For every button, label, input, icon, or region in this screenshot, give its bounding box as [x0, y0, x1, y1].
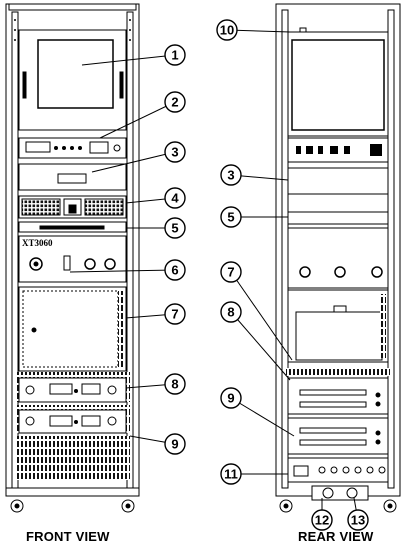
callout-rear-10: 10: [216, 19, 291, 41]
callout-number: 3: [171, 145, 178, 160]
rear-drawer: [287, 211, 389, 225]
callout-circle: [164, 217, 186, 239]
callout-front-9: 9: [129, 433, 186, 455]
callout-circle: [220, 301, 242, 323]
callout-front-1: 1: [81, 44, 186, 66]
callout-circle: [220, 164, 242, 186]
callout-number: 5: [171, 221, 178, 236]
callout-circle: [347, 509, 369, 531]
callout-number: 7: [171, 307, 178, 322]
callout-leader-line: [230, 397, 295, 437]
front-view-caption: FRONT VIEW: [26, 529, 110, 544]
rear-view-caption: REAR VIEW: [298, 529, 374, 544]
callout-number: 6: [171, 263, 178, 278]
callout-number: 10: [220, 23, 234, 38]
callout-circle: [164, 303, 186, 325]
rear-power-unit-1: [287, 377, 389, 415]
callout-circle: [164, 373, 186, 395]
callout-leader-line: [230, 311, 291, 381]
callout-circle: [220, 463, 242, 485]
callout-rear-3: 3: [220, 164, 289, 186]
callout-rear-13: 13: [347, 497, 369, 531]
callout-circle: [164, 91, 186, 113]
callout-number: 7: [227, 265, 234, 280]
callout-leader-line: [99, 101, 176, 139]
callout-number: 12: [315, 513, 329, 528]
callout-circle: [164, 433, 186, 455]
callout-front-7: 7: [125, 303, 186, 325]
callout-rear-12: 12: [311, 498, 333, 531]
callout-circle: [164, 259, 186, 281]
rear-connector-plate: [287, 227, 389, 289]
front-monitor-screen: [37, 39, 114, 109]
callout-front-8: 8: [125, 373, 186, 395]
rear-rack: [275, 3, 401, 513]
callout-number: 9: [227, 391, 234, 406]
callout-circle: [164, 44, 186, 66]
front-rack: XT3060: [5, 3, 140, 513]
rear-cable-entries: [311, 485, 369, 501]
model-label: XT3060: [22, 238, 53, 248]
callout-circle: [164, 141, 186, 163]
callout-rear-9: 9: [220, 387, 295, 437]
callout-rear-5: 5: [220, 206, 288, 228]
callout-leader-line: [81, 54, 176, 66]
callout-circle: [311, 509, 333, 531]
front-bottom-vent: [16, 436, 130, 480]
callout-rear-8: 8: [220, 301, 291, 381]
callout-number: 13: [351, 513, 365, 528]
callout-rear-11: 11: [220, 463, 288, 485]
callout-front-4: 4: [125, 187, 186, 209]
callout-front-6: 6: [69, 259, 186, 281]
callout-number: 5: [227, 210, 234, 225]
callout-leader-line: [69, 269, 176, 273]
callout-front-3: 3: [91, 141, 186, 173]
callout-rear-7: 7: [220, 261, 293, 361]
callout-number: 2: [171, 95, 178, 110]
callout-number: 8: [171, 377, 178, 392]
callout-number: 4: [171, 191, 179, 206]
callout-front-5: 5: [126, 217, 186, 239]
callout-circle: [164, 187, 186, 209]
callout-circle: [216, 19, 238, 41]
callout-number: 1: [171, 48, 178, 63]
rear-power-unit-2: [287, 417, 389, 455]
callout-leader-line: [91, 151, 176, 173]
callout-circle: [220, 206, 242, 228]
callout-number: 9: [171, 437, 178, 452]
rear-blank-panel: [287, 167, 389, 195]
callout-number: 11: [224, 467, 238, 482]
callout-number: 8: [227, 305, 234, 320]
callout-circle: [220, 261, 242, 283]
callout-number: 3: [227, 168, 234, 183]
callout-front-2: 2: [99, 91, 186, 139]
callout-circle: [220, 387, 242, 409]
callout-leader-line: [230, 271, 293, 361]
